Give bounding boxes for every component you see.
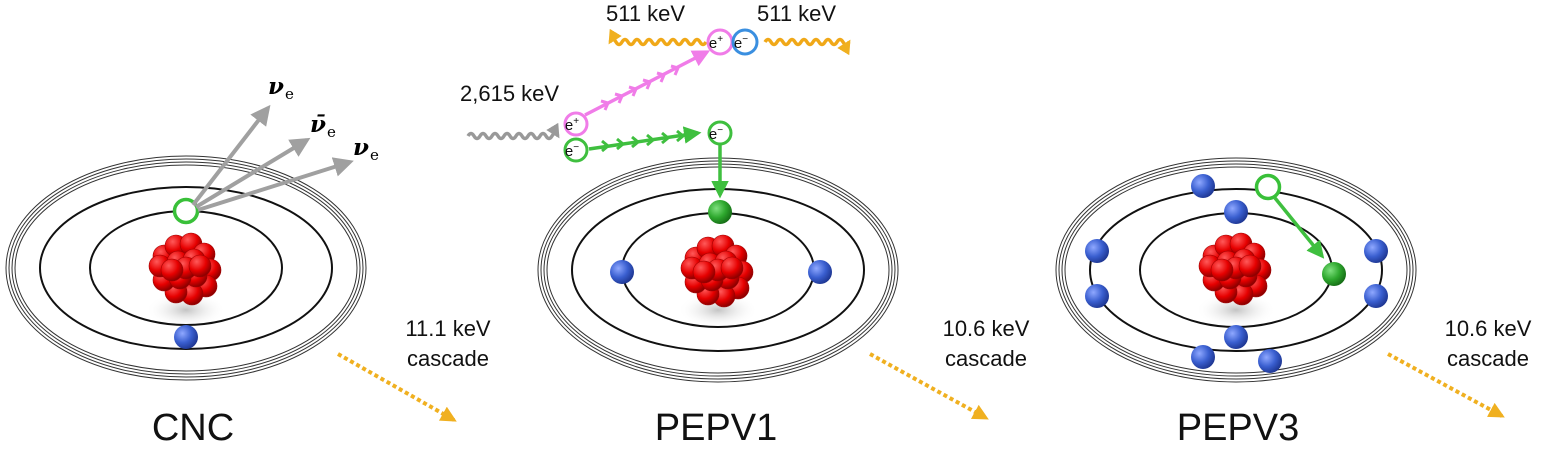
cascade-label: cascade (1447, 346, 1529, 371)
shadow (678, 292, 758, 328)
svg-text:e−: e− (565, 142, 579, 160)
panel-cnc: νe ν̄e νe 11.1 keV cascade CNC (5, 73, 491, 449)
annihilation-photon-left (608, 28, 708, 47)
transition-arrow (1273, 196, 1325, 259)
positron-annihilation: e+ (706, 28, 734, 56)
outer-shells (537, 157, 899, 383)
svg-text:e−: e− (734, 34, 748, 52)
electron-annihilation: e− (731, 28, 759, 56)
neutrino-label-2: ν̄e (310, 111, 336, 141)
cascade-label: cascade (407, 346, 489, 371)
neutrino-label-1: νe (268, 73, 294, 103)
energy-label: 11.1 keV (405, 316, 491, 341)
neutrino-arrow-1 (191, 104, 271, 207)
neutrino-arrow-3 (197, 157, 354, 212)
neutrino-arrows (191, 104, 354, 212)
electron (808, 260, 832, 284)
electrons (1085, 174, 1388, 373)
svg-text:e−: e− (709, 125, 723, 143)
energy-label: 10.6 keV (1445, 316, 1532, 341)
gamma-wave (466, 122, 560, 141)
cascade-arrow (337, 352, 457, 422)
neutrino-arrow-2 (194, 137, 311, 209)
electron-initial: e− (563, 137, 589, 163)
outer-shells (1055, 157, 1417, 383)
vacancy (172, 197, 200, 225)
electron (1258, 349, 1282, 373)
electron (1191, 345, 1215, 369)
electron (1085, 239, 1109, 263)
electron (1224, 200, 1248, 224)
panel-pepv1: 2,615 keV 511 keV 511 keV (460, 1, 1030, 449)
nucleon (1238, 254, 1262, 278)
svg-text:e+: e+ (709, 34, 723, 52)
shadow (1196, 292, 1276, 328)
electron-final: e− (707, 120, 733, 146)
panel-title: PEPV3 (1177, 407, 1300, 449)
atom-pepv3 (1055, 157, 1417, 383)
nucleus (680, 234, 754, 308)
positron-initial: e+ (563, 111, 589, 137)
electron (1085, 284, 1109, 308)
outer-shells (5, 155, 367, 381)
nucleon (720, 256, 744, 280)
atom-pepv1 (537, 157, 899, 383)
cascade-arrow (1387, 352, 1505, 418)
annihilation-energy-left: 511 keV (606, 1, 685, 26)
electron (1364, 239, 1388, 263)
positron-track-chevrons (600, 64, 681, 111)
l-shell (1089, 188, 1383, 352)
panel-title: CNC (152, 407, 234, 449)
cascade-label: cascade (945, 346, 1027, 371)
electron (610, 260, 634, 284)
electron (174, 325, 198, 349)
annihilation-photon-right (763, 37, 851, 56)
captured-electron (1322, 262, 1346, 286)
positron-track (584, 50, 711, 117)
captured-electron (708, 200, 732, 224)
gamma-energy-label: 2,615 keV (460, 81, 559, 106)
electron (1191, 174, 1215, 198)
cascade-arrow (869, 352, 989, 420)
nucleon (188, 254, 212, 278)
neutrino-label-3: νe (353, 134, 379, 164)
electron (1224, 325, 1248, 349)
nucleon (1210, 258, 1234, 282)
annihilation-energy-right: 511 keV (757, 1, 836, 26)
energy-label: 10.6 keV (943, 316, 1030, 341)
nucleus (148, 232, 222, 306)
vacancy (1254, 173, 1282, 201)
nucleon (160, 258, 184, 282)
electron (1364, 284, 1388, 308)
shadow (146, 292, 226, 328)
nucleon (692, 260, 716, 284)
panel-pepv3: 10.6 keV cascade PEPV3 (1055, 157, 1532, 449)
panel-title: PEPV1 (655, 407, 778, 449)
atom-cnc (5, 155, 367, 381)
svg-text:e+: e+ (565, 116, 579, 134)
nucleus (1198, 232, 1272, 306)
electron-track-chevrons (601, 129, 686, 153)
